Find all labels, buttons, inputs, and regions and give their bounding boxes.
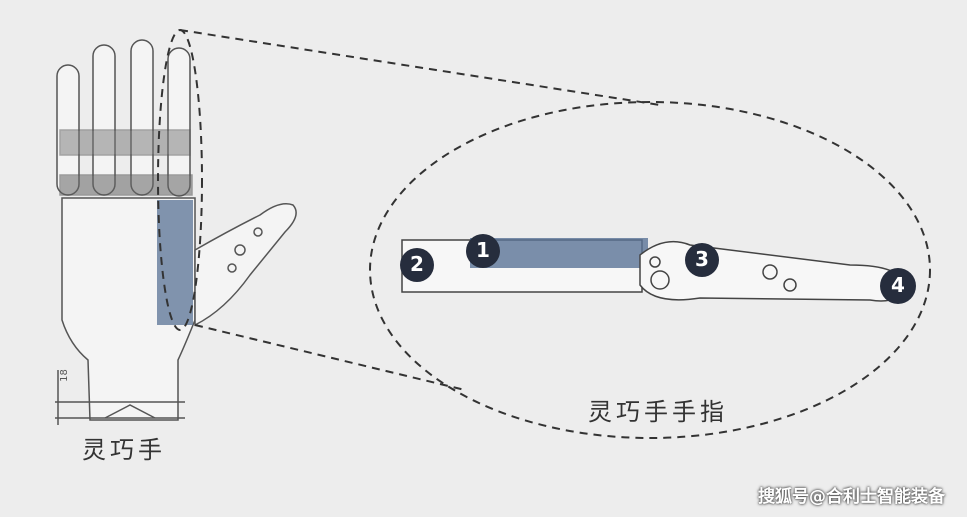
dimension-label: 18: [58, 369, 70, 382]
marker-3-label: 3: [695, 247, 709, 271]
marker-4: [880, 268, 916, 304]
finger-index: [167, 47, 191, 197]
thumb: [194, 203, 297, 327]
finger-caption: 灵巧手手指: [588, 398, 728, 426]
finger-ring: [92, 44, 116, 196]
marker-1: [466, 234, 500, 268]
marker-2: [400, 248, 434, 282]
finger-highlight: [157, 200, 193, 325]
marker-2-label: 2: [410, 252, 424, 276]
finger-middle: [130, 39, 154, 196]
dexterous-hand-drawing: [55, 39, 297, 425]
watermark: 搜狐号@合利士智能装备: [758, 487, 945, 507]
callout-outline: [157, 29, 931, 439]
marker-1-label: 1: [476, 238, 490, 262]
zoom-ellipse: [369, 101, 931, 439]
hand-caption: 灵巧手: [82, 436, 166, 464]
marker-3: [685, 243, 719, 277]
marker-4-label: 4: [891, 273, 905, 297]
